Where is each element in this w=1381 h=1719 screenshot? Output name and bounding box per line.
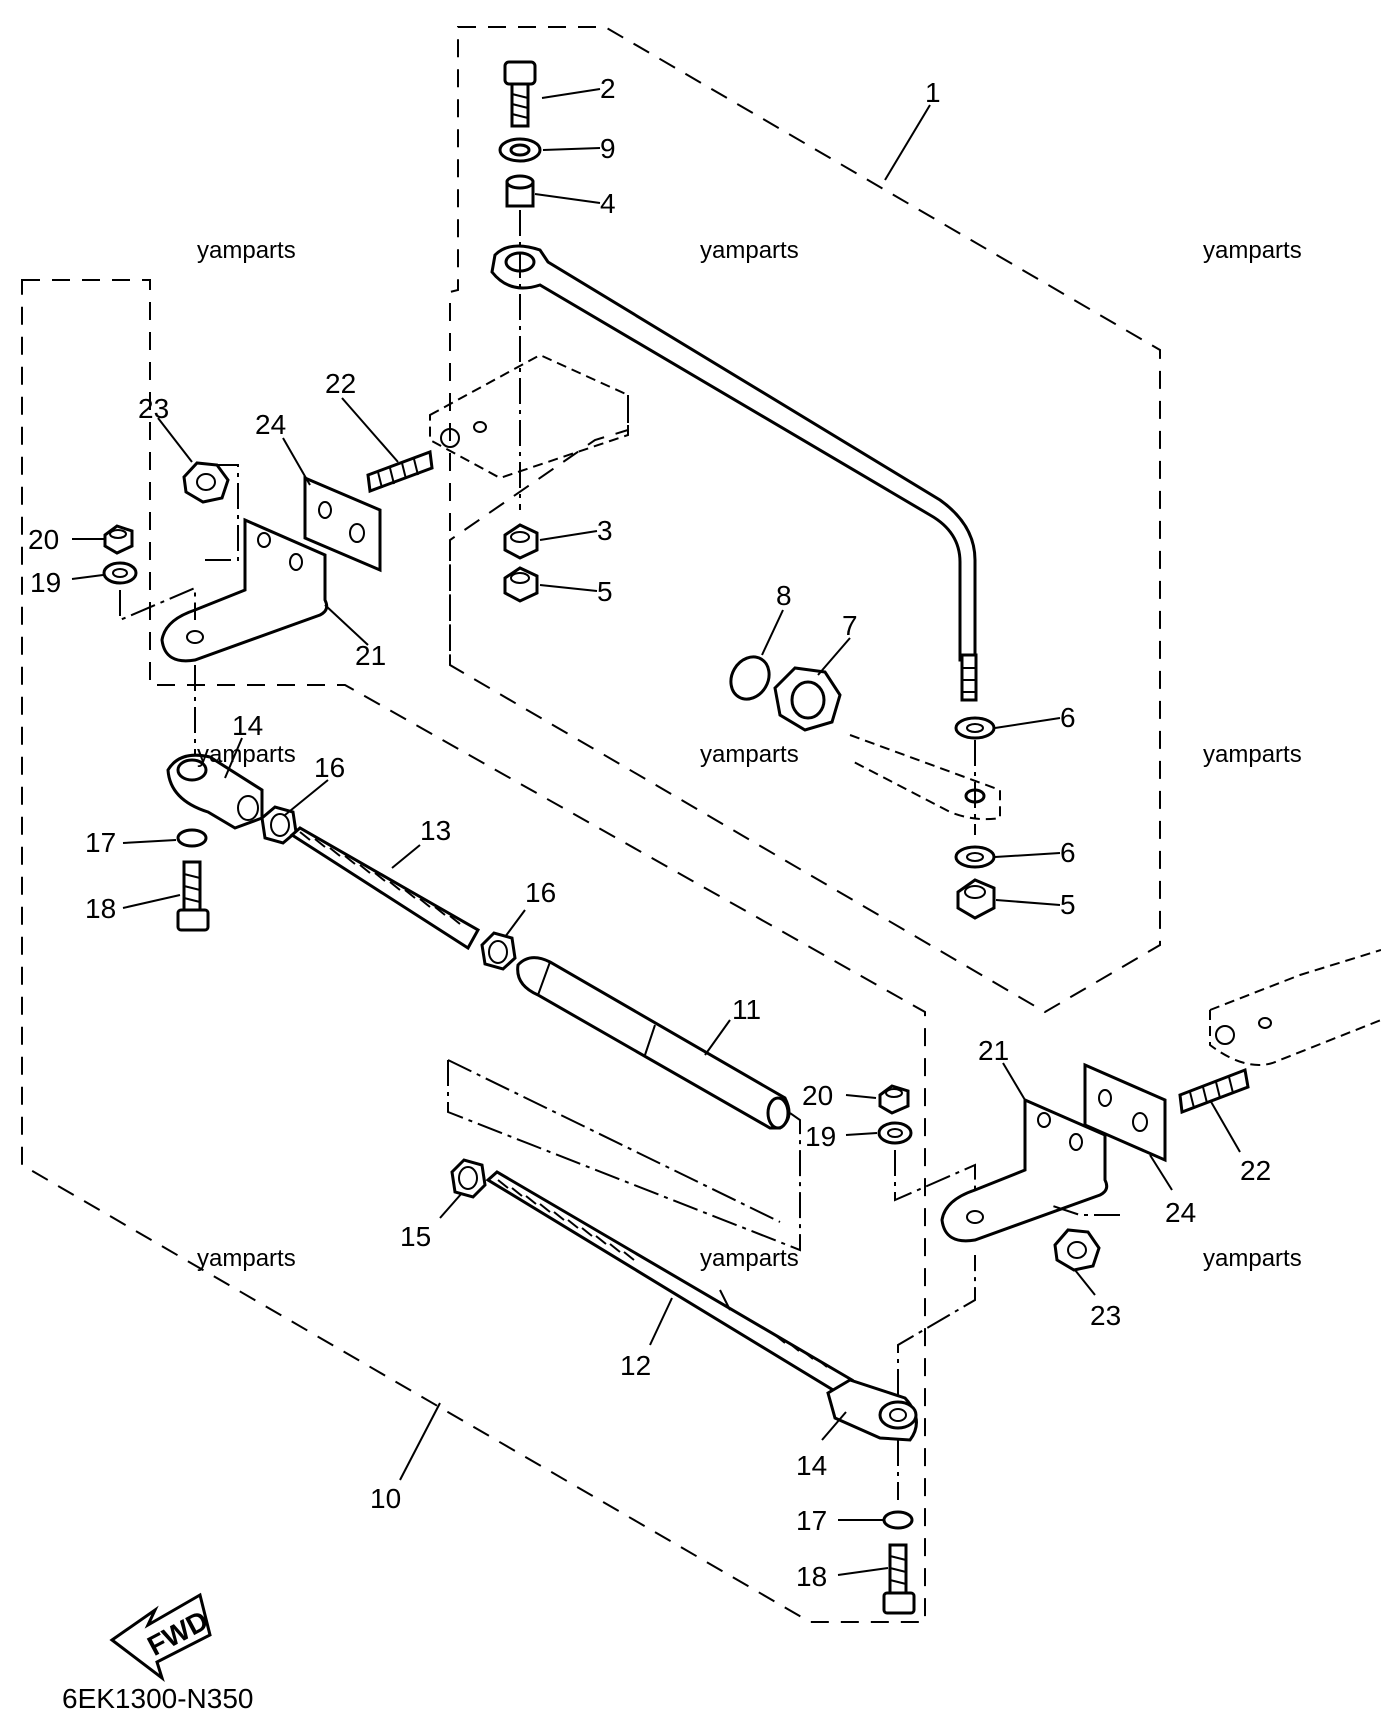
- collar-4-icon: [505, 174, 535, 208]
- nut-23-lower-icon: [1053, 1228, 1101, 1272]
- callout-17-lower: 17: [796, 1505, 827, 1536]
- ball-joint-14-lower-icon: [826, 1378, 918, 1442]
- washer-17-upper-icon: [176, 828, 208, 848]
- nut-5-icon: [503, 566, 539, 603]
- stud-22-upper-icon: [366, 449, 434, 494]
- watermark: yamparts: [700, 1245, 799, 1272]
- callout-6-upper: 6: [1060, 702, 1076, 733]
- callout-24-lower: 24: [1165, 1197, 1196, 1228]
- callout-10: 10: [370, 1483, 401, 1514]
- callout-18-upper: 18: [85, 893, 116, 924]
- assembly-10-boundary: [21, 279, 926, 1623]
- callout-22-lower: 22: [1240, 1155, 1271, 1186]
- callout-15: 15: [400, 1221, 431, 1252]
- nut-16-middle-icon: [480, 931, 517, 971]
- steering-arm-phantom-lower: [1209, 949, 1381, 1066]
- tie-rod-1: [490, 244, 978, 702]
- washer-6-lower-icon: [954, 845, 996, 869]
- washer-9-icon: [498, 137, 542, 163]
- callout-14-lower: 14: [796, 1450, 827, 1481]
- callout-8: 8: [776, 580, 792, 611]
- stud-22-lower-icon: [1178, 1067, 1250, 1115]
- nut-20-upper-icon: [103, 524, 134, 555]
- fwd-arrow-icon: FWD: [109, 1592, 213, 1683]
- watermark: yamparts: [1203, 741, 1302, 768]
- plate-24-upper-icon: [303, 475, 382, 573]
- assembly-1-boundary: [449, 26, 1161, 1014]
- callout-23-upper: 23: [138, 393, 169, 424]
- washer-17-lower-icon: [882, 1510, 914, 1530]
- callout-16-middle: 16: [525, 877, 556, 908]
- nut-7-icon: [773, 666, 842, 732]
- callout-17-upper: 17: [85, 827, 116, 858]
- bolt-2-icon: [503, 60, 537, 128]
- watermark: yamparts: [197, 237, 296, 264]
- callout-1: 1: [925, 77, 941, 108]
- callout-7: 7: [842, 610, 858, 641]
- plate-24-lower-icon: [1083, 1062, 1167, 1163]
- watermark: yamparts: [1203, 1245, 1302, 1272]
- nut-5-lower-icon: [956, 878, 996, 920]
- callout-labels: 1 2 9 4 3 5 8 7 6 6 5 23 24 22 20 19 21 …: [28, 73, 1271, 1592]
- leader-lines: [71, 88, 1241, 1576]
- steering-arm-phantom: [849, 734, 1001, 821]
- watermark: yamparts: [1203, 237, 1302, 264]
- callout-11: 11: [732, 994, 761, 1025]
- callout-13: 13: [420, 815, 451, 846]
- nut-15-icon: [450, 1158, 487, 1199]
- threaded-rod-13-icon: [289, 826, 481, 951]
- callout-22-upper: 22: [325, 368, 356, 399]
- callout-23-lower: 23: [1090, 1300, 1121, 1331]
- nut-20-lower-icon: [878, 1084, 910, 1115]
- ball-joint-14-upper-icon: [166, 753, 264, 830]
- callout-21-lower: 21: [978, 1035, 1009, 1066]
- steering-arm-phantom-upper: [429, 353, 629, 480]
- callout-18-lower: 18: [796, 1561, 827, 1592]
- bracket-21-upper-icon: [160, 517, 329, 663]
- washer-6-upper-icon: [954, 716, 996, 740]
- callout-12: 12: [620, 1350, 651, 1381]
- callout-24-upper: 24: [255, 409, 286, 440]
- callout-5-lower: 5: [1060, 889, 1076, 920]
- callout-4: 4: [600, 188, 616, 219]
- callout-21-upper: 21: [355, 640, 386, 671]
- washer-19-upper-icon: [102, 561, 138, 585]
- callout-20-upper: 20: [28, 524, 59, 555]
- nut-16-upper-icon: [260, 805, 298, 845]
- nut-23-upper-icon: [182, 461, 230, 504]
- callout-5-upper: 5: [597, 576, 613, 607]
- bolt-18-upper-icon: [176, 860, 210, 932]
- callout-19-lower: 19: [805, 1121, 836, 1152]
- tube-11-icon: [516, 956, 791, 1130]
- watermark: yamparts: [197, 1245, 296, 1272]
- watermark: yamparts: [700, 237, 799, 264]
- o-ring-8-icon: [729, 655, 771, 701]
- bolt-18-lower-icon: [882, 1543, 916, 1615]
- callout-20-lower: 20: [802, 1080, 833, 1111]
- callout-14-upper: 14: [232, 710, 263, 741]
- watermarks: yamparts yamparts yamparts yamparts yamp…: [197, 237, 1302, 1272]
- callout-6-lower: 6: [1060, 837, 1076, 868]
- bracket-21-lower-icon: [940, 1097, 1109, 1243]
- washer-19-lower-icon: [877, 1121, 913, 1145]
- diagram-code: 6EK1300-N350: [62, 1683, 253, 1714]
- callout-2: 2: [600, 73, 616, 104]
- watermark: yamparts: [700, 741, 799, 768]
- callout-9: 9: [600, 133, 616, 164]
- callout-19-upper: 19: [30, 567, 61, 598]
- nut-3-icon: [503, 523, 539, 560]
- watermark: yamparts: [197, 741, 296, 768]
- callout-16-upper: 16: [314, 752, 345, 783]
- callout-3: 3: [597, 515, 613, 546]
- group-subbox: [449, 395, 629, 665]
- threaded-rod-12-icon: [485, 1170, 855, 1399]
